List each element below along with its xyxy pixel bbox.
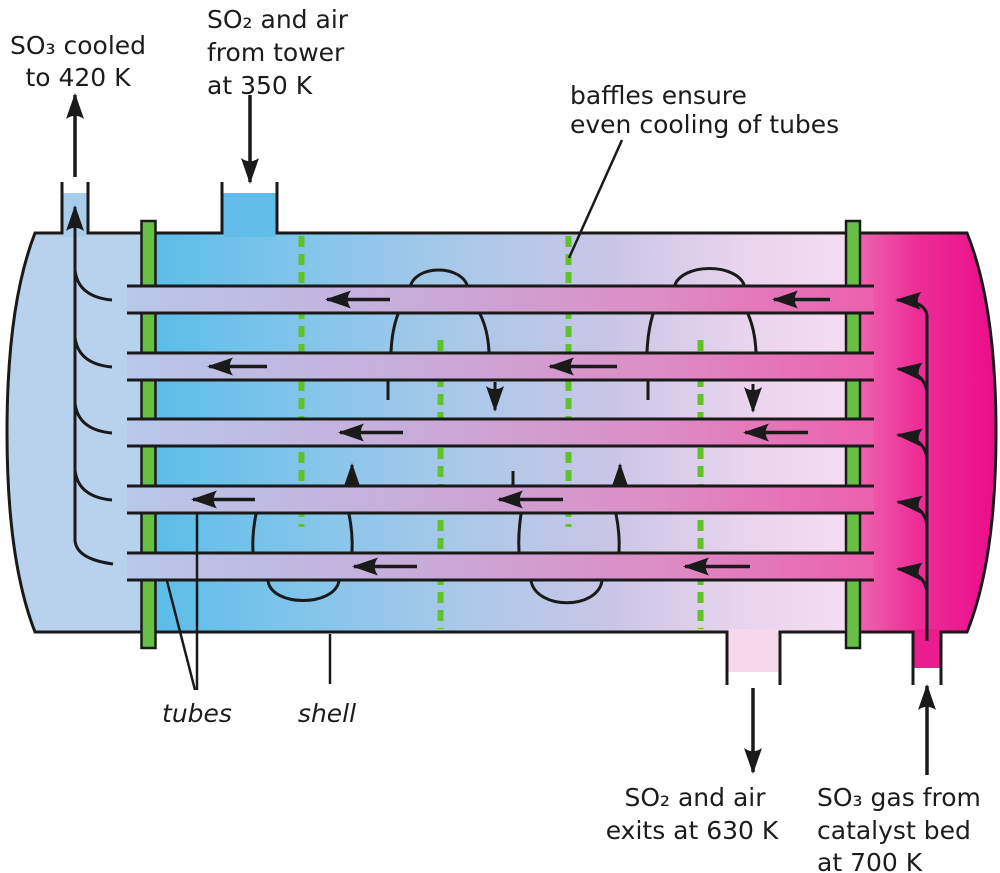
flow-line <box>251 513 258 553</box>
tube-flow-arrows <box>191 290 830 576</box>
right-header-flow <box>895 291 929 641</box>
leader-lines <box>165 139 624 691</box>
flow-line <box>746 313 758 353</box>
right-header-branch <box>896 562 929 595</box>
right-header-branch <box>896 362 929 395</box>
so2-inlet-label-line1: SO₂ and air <box>207 5 349 34</box>
right-header-riser <box>895 291 929 641</box>
shell-label: shell <box>298 699 356 728</box>
so3-inlet-label-line3: at 700 K <box>817 848 923 873</box>
tube <box>127 551 874 582</box>
flow-line <box>517 513 523 553</box>
flow-under-arc <box>266 580 341 602</box>
flow-under-arc <box>529 580 604 605</box>
left-header-branch <box>73 336 113 369</box>
left-header-flow <box>66 205 114 566</box>
so2-inlet-label-line3: at 350 K <box>207 71 313 100</box>
external-arrows <box>66 93 936 775</box>
left-header-branch <box>73 269 113 302</box>
so3-outlet-label-line2: to 420 K <box>25 63 131 92</box>
flow-line <box>389 313 400 353</box>
tubes-label: tubes <box>162 699 232 728</box>
flow-line <box>478 313 491 353</box>
so3-inlet-port <box>911 629 943 685</box>
so3-outlet-label-line1: SO₃ cooled <box>10 31 146 60</box>
left-header-riser <box>66 205 114 566</box>
baffle-leader <box>567 139 624 259</box>
so2-exit-label-line1: SO₂ and air <box>624 783 766 812</box>
shell-outline <box>5 231 998 634</box>
flow-line <box>347 513 354 553</box>
so3-inlet-label-line1: SO₃ gas from <box>817 783 981 812</box>
left-header-branch <box>73 469 113 502</box>
baffle-note-line1: baffles ensure <box>570 81 747 110</box>
tube <box>127 284 874 315</box>
so3-inlet-label-line2: catalyst bed <box>817 816 971 845</box>
so2-exit-port <box>725 629 782 685</box>
flow-line <box>614 513 621 553</box>
so2-exit-label-line2: exits at 630 K <box>606 816 779 845</box>
flow-arch <box>672 267 747 289</box>
right-header-branch <box>896 428 929 461</box>
shell-flow-lines <box>251 267 762 605</box>
flow-line <box>645 313 655 353</box>
shell-right-header <box>855 234 995 631</box>
so2-inlet-label-line2: from tower <box>207 38 345 67</box>
left-header-branch <box>73 402 113 435</box>
so2-inlet-port <box>220 182 279 237</box>
flow-arch <box>408 268 470 289</box>
baffle-note-line2: even cooling of tubes <box>570 110 839 139</box>
text-labels: SO₃ cooled to 420 K SO₂ and air from tow… <box>10 5 981 873</box>
tubes-leader <box>165 580 197 691</box>
right-header-branch <box>896 495 929 528</box>
